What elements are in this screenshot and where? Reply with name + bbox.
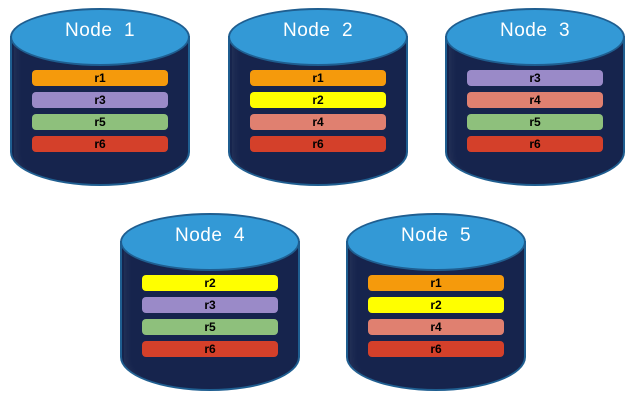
cylinder-body xyxy=(445,36,625,186)
cylinder-top-ellipse xyxy=(346,213,526,271)
node-label: Node 5 xyxy=(400,225,472,246)
replica-bar[interactable]: r4 xyxy=(368,319,504,335)
replica-bar[interactable]: r6 xyxy=(250,136,386,152)
node-cylinder-2[interactable]: Node 2 r1 r2 r4 r6 xyxy=(228,8,408,196)
replica-bar[interactable]: r5 xyxy=(467,114,603,130)
node-label: Node 2 xyxy=(282,20,354,41)
replica-bar[interactable]: r5 xyxy=(32,114,168,130)
cylinder-top-ellipse xyxy=(228,8,408,66)
cylinder-top-ellipse xyxy=(10,8,190,66)
replica-bar[interactable]: r1 xyxy=(250,70,386,86)
node-label: Node 4 xyxy=(174,225,246,246)
replica-bar[interactable]: r6 xyxy=(467,136,603,152)
cylinder-top-ellipse xyxy=(445,8,625,66)
replica-bar[interactable]: r1 xyxy=(368,275,504,291)
replica-bar[interactable]: r3 xyxy=(467,70,603,86)
replica-bar[interactable]: r2 xyxy=(250,92,386,108)
replica-bar[interactable]: r2 xyxy=(368,297,504,313)
replica-bar[interactable]: r4 xyxy=(250,114,386,130)
replica-bar[interactable]: r6 xyxy=(142,341,278,357)
replica-list: r1 r2 r4 r6 xyxy=(368,275,504,357)
replica-list: r1 r2 r4 r6 xyxy=(250,70,386,152)
node-cylinder-5[interactable]: Node 5 r1 r2 r4 r6 xyxy=(346,213,526,401)
replica-bar[interactable]: r5 xyxy=(142,319,278,335)
replica-bar[interactable]: r4 xyxy=(467,92,603,108)
node-label: Node 1 xyxy=(64,20,136,41)
cylinder-top-ellipse xyxy=(120,213,300,271)
replica-list: r3 r4 r5 r6 xyxy=(467,70,603,152)
replica-bar[interactable]: r3 xyxy=(32,92,168,108)
replica-bar[interactable]: r6 xyxy=(32,136,168,152)
node-cylinder-1[interactable]: Node 1 r1 r3 r5 r6 xyxy=(10,8,190,196)
replica-list: r1 r3 r5 r6 xyxy=(32,70,168,152)
node-cylinder-4[interactable]: Node 4 r2 r3 r5 r6 xyxy=(120,213,300,401)
replica-bar[interactable]: r6 xyxy=(368,341,504,357)
node-label: Node 3 xyxy=(499,20,571,41)
replica-bar[interactable]: r2 xyxy=(142,275,278,291)
replica-list: r2 r3 r5 r6 xyxy=(142,275,278,357)
replica-bar[interactable]: r3 xyxy=(142,297,278,313)
node-cylinder-3[interactable]: Node 3 r3 r4 r5 r6 xyxy=(445,8,625,196)
replica-bar[interactable]: r1 xyxy=(32,70,168,86)
